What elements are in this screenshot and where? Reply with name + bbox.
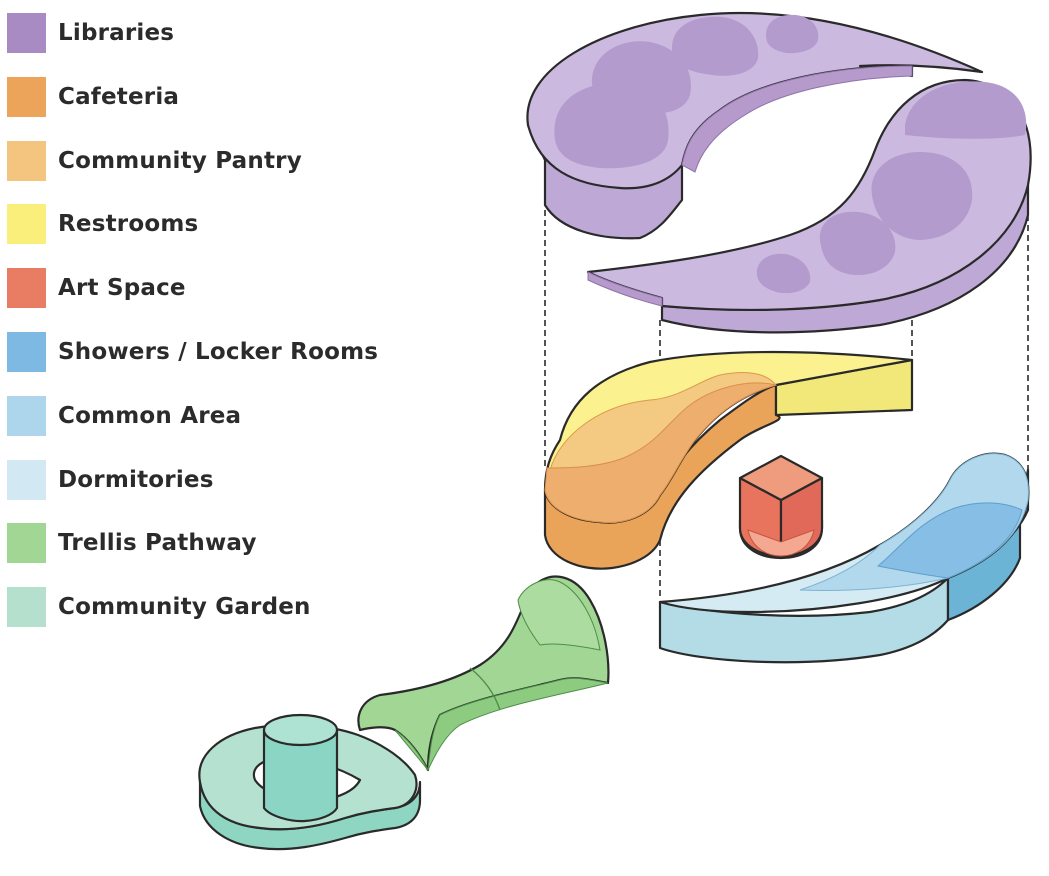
legend-item-common-area: Common Area (7, 395, 378, 436)
legend-swatch-community-garden (7, 587, 46, 628)
legend-item-community-pantry: Community Pantry (7, 140, 378, 181)
legend-label-community-pantry: Community Pantry (58, 147, 302, 174)
art-space-base-wedge (747, 529, 815, 557)
legend-label-cafeteria: Cafeteria (58, 83, 180, 110)
legend-label-libraries: Libraries (58, 20, 175, 46)
trellis-pathway (357, 575, 610, 772)
legend-label-restrooms: Restrooms (58, 211, 199, 238)
legend-swatch-dormitories (7, 459, 46, 500)
legend-swatch-common-area (7, 395, 46, 436)
legend-label-dormitories: Dormitories (58, 466, 214, 493)
libraries-upper-crescent-inner-edge (681, 65, 913, 173)
legend-label-art-space: Art Space (58, 275, 186, 302)
showers-top (876, 502, 1023, 579)
food-services-block (543, 350, 914, 570)
legend-item-art-space: Art Space (7, 268, 378, 309)
legend-swatch-showers-locker-rooms (7, 331, 46, 372)
legend-item-cafeteria: Cafeteria (7, 76, 378, 117)
art-space-block (738, 454, 824, 560)
art-space-top-face (738, 454, 824, 502)
legend-swatch-community-pantry (7, 140, 46, 181)
legend-swatch-art-space (7, 268, 46, 309)
cafeteria-top (544, 382, 777, 524)
legend-item-libraries: Libraries (7, 13, 378, 53)
community-garden-column-top (262, 713, 339, 747)
legend: Libraries Cafeteria Community Pantry Res… (7, 13, 378, 651)
trellis-pathway-joint (469, 667, 501, 711)
legend-item-trellis-pathway: Trellis Pathway (7, 523, 378, 564)
legend-label-trellis-pathway: Trellis Pathway (58, 530, 257, 557)
legend-swatch-restrooms (7, 204, 46, 245)
legend-swatch-cafeteria (7, 76, 46, 117)
libraries-upper-crescent (526, 12, 984, 240)
legend-item-restrooms: Restrooms (7, 204, 378, 245)
trellis-pathway-bell-face (517, 579, 601, 651)
community-garden (198, 713, 422, 851)
legend-item-community-garden: Community Garden (7, 587, 378, 628)
legend-label-community-garden: Community Garden (58, 594, 311, 621)
trellis-pathway-lower-face (394, 677, 609, 772)
libraries-lower-crescent-inner-edge (587, 271, 663, 307)
legend-item-dormitories: Dormitories (7, 459, 378, 500)
legend-label-showers-locker-rooms: Showers / Locker Rooms (58, 338, 379, 365)
legend-item-showers-locker-rooms: Showers / Locker Rooms (7, 331, 379, 372)
libraries-lower-crescent (586, 78, 1032, 334)
residential-block (658, 452, 1030, 664)
legend-label-common-area: Common Area (58, 402, 242, 429)
libraries-upper-blobs (554, 14, 819, 169)
libraries-lower-blobs (756, 81, 1027, 294)
legend-swatch-trellis-pathway (7, 523, 46, 564)
legend-swatch-libraries (7, 13, 46, 53)
